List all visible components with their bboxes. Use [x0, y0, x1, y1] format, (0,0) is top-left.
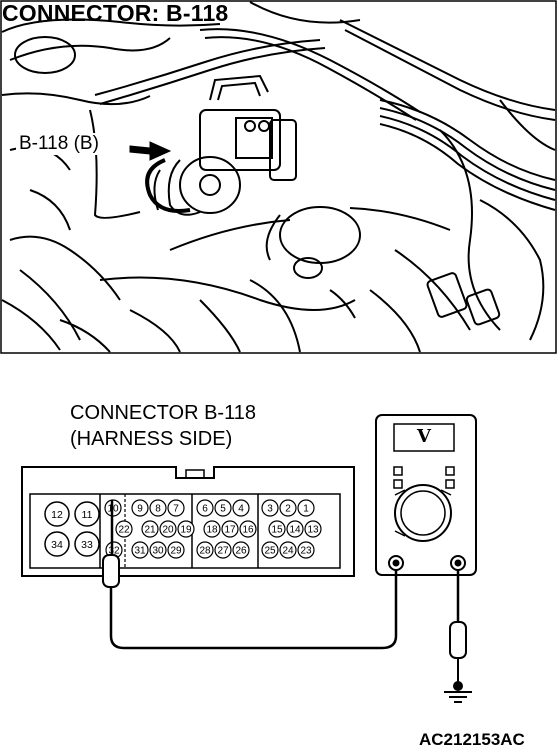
- pin-label: 14: [289, 525, 301, 536]
- pin-label: 27: [217, 546, 229, 557]
- pin-label: 17: [224, 525, 236, 536]
- pin-label: 7: [173, 504, 179, 515]
- engine-bay-illustration: [0, 0, 557, 354]
- figure-code: AC212153AC: [419, 730, 525, 749]
- pin-label: 2: [285, 504, 291, 515]
- pin-label: 9: [137, 504, 143, 515]
- pin-label: 13: [307, 525, 319, 536]
- connector-callout-label: B-118 (B): [16, 133, 102, 155]
- connector-label-line2: (HARNESS SIDE): [70, 428, 233, 450]
- pin-label: 12: [51, 509, 63, 521]
- pin-label: 22: [118, 525, 130, 536]
- pin-label: 31: [134, 546, 146, 557]
- pin-label: 26: [235, 546, 247, 557]
- pin-label: 33: [81, 539, 93, 551]
- pin-label: 34: [51, 539, 63, 551]
- pin-label: 19: [180, 525, 192, 536]
- pin-label: 32: [108, 546, 120, 557]
- pin-label: 29: [170, 546, 182, 557]
- pin-label: 23: [300, 546, 312, 557]
- pin-label: 11: [82, 509, 93, 521]
- connector-label-line1: CONNECTOR B-118: [70, 402, 256, 424]
- pin-label: 8: [155, 504, 161, 515]
- pin-label: 15: [271, 525, 283, 536]
- probe-wire: [109, 562, 398, 650]
- pin-label: 21: [144, 525, 156, 536]
- pin-label: 1: [303, 504, 309, 515]
- voltmeter-display-symbol: V: [417, 426, 431, 447]
- pin-label: 30: [152, 546, 164, 557]
- ground-icon: [444, 621, 472, 703]
- pin-label: 6: [202, 504, 208, 515]
- pin-label: 24: [282, 546, 294, 557]
- page-title: CONNECTOR: B-118: [2, 0, 229, 26]
- pin-label: 25: [264, 546, 276, 557]
- pin-label: 5: [220, 504, 226, 515]
- pin-label: 18: [206, 525, 218, 536]
- voltmeter: [375, 414, 477, 576]
- pin-label: 20: [162, 525, 174, 536]
- pin-label: 28: [199, 546, 211, 557]
- pin-label: 3: [267, 504, 273, 515]
- pin-label: 16: [242, 525, 254, 536]
- pin-label: 4: [238, 504, 244, 515]
